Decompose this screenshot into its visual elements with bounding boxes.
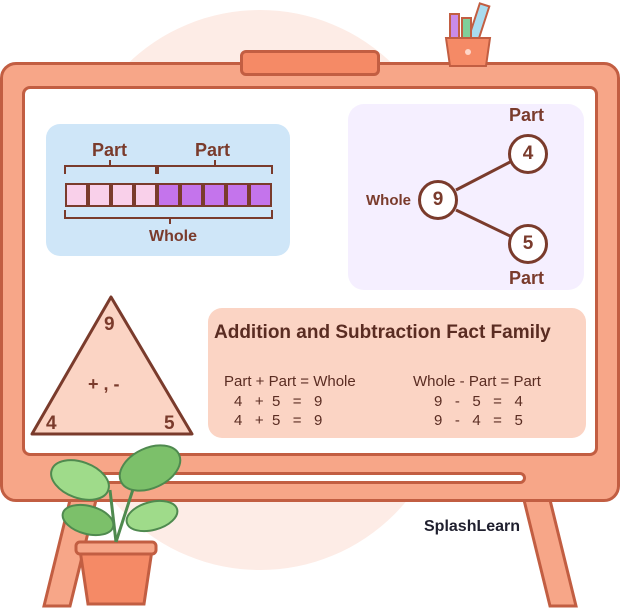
pencil-cup-icon [444,2,492,67]
triangle-top-number: 9 [104,314,115,335]
bar-cell-part-8 [226,183,249,207]
addition-row-1: 4 + 5 = 9 [234,393,323,410]
bar-cell-part-2 [88,183,111,207]
bar-cell-part-5 [157,183,180,207]
triangle-right-number: 5 [164,413,175,434]
subtraction-row-2: 9 - 4 = 5 [434,412,523,429]
triangle-operations: + , - [88,374,120,394]
addition-header: Part + Part = Whole [224,373,356,390]
bond-whole-label: Whole [366,192,411,209]
bar-cell-part-3 [111,183,134,207]
bar-cell-part-9 [249,183,272,207]
fact-family-panel [208,308,586,438]
bar-cell-part-4 [134,183,157,207]
bar-cell-part-7 [203,183,226,207]
board-clip [240,50,380,76]
bar-cell-part-6 [180,183,203,207]
bar-whole-label: Whole [149,228,197,245]
addition-row-2: 4 + 5 = 9 [234,412,323,429]
bar-part-left-label: Part [92,140,128,160]
number-bond-panel [348,104,584,290]
bond-whole-circle: 9 [418,180,458,220]
fact-family-title: Addition and Subtraction Fact Family [214,322,551,343]
subtraction-row-1: 9 - 5 = 4 [434,393,523,410]
bond-top-part-circle: 4 [508,134,548,174]
splashlearn-logo: SplashLearn [424,518,521,535]
triangle-left-number: 4 [46,413,57,434]
bond-bottom-part-label: Part [509,268,545,288]
bond-top-part-label: Part [509,105,545,125]
bond-bottom-part-circle: 5 [508,224,548,264]
subtraction-header: Whole - Part = Part [413,373,541,390]
bar-part-right-label: Part [195,140,231,160]
bar-cell-part-1 [65,183,88,207]
potted-plant-icon [50,444,182,606]
